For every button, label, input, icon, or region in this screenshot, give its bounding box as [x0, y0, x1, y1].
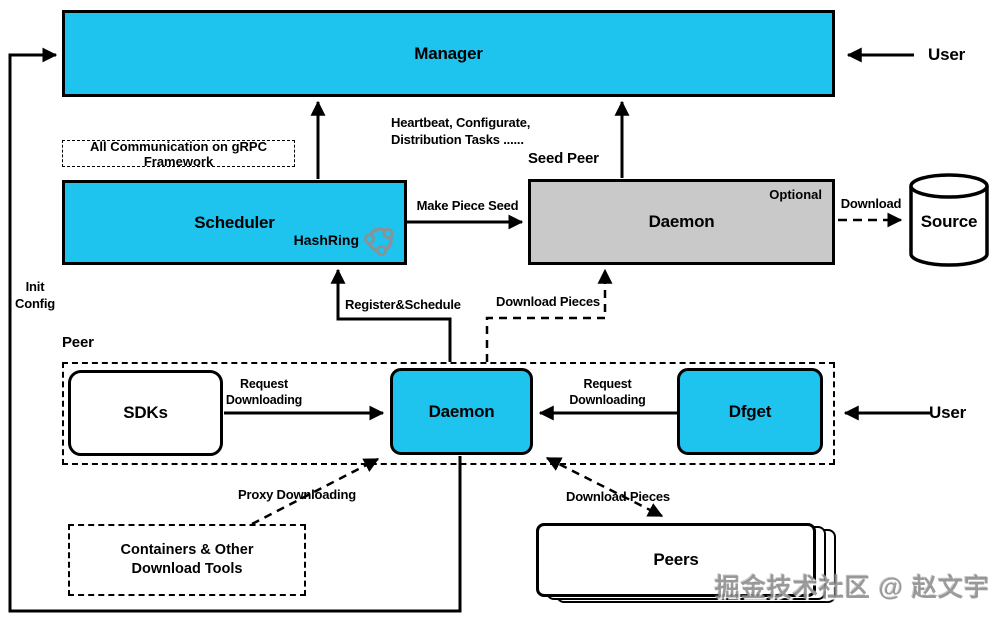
containers-label-line1: Containers & Other	[120, 542, 254, 558]
init-config-line2: Config	[15, 296, 55, 311]
user-right-label: User	[929, 403, 967, 422]
manager-node: Manager	[62, 10, 835, 97]
hashring-badge: HashRing	[294, 224, 396, 256]
download-pieces-seed-label: Download Pieces	[496, 294, 600, 309]
request-downloading-dfget-label: Request Downloading	[560, 376, 655, 408]
download-pieces-peers-label: Download Pieces	[566, 489, 670, 504]
heartbeat-label: Heartbeat, Configurate, Distribution Tas…	[391, 114, 530, 148]
containers-label-line2: Download Tools	[131, 561, 243, 577]
seed-daemon-node: Daemon Optional	[528, 179, 835, 265]
user-top-label: User	[928, 45, 966, 64]
request-downloading-sdk-line1: Request	[240, 377, 288, 391]
sdks-node: SDKs	[68, 370, 223, 456]
containers-box: Containers & Other Download Tools	[68, 524, 306, 596]
download-label: Download	[840, 196, 902, 211]
peer-daemon-node: Daemon	[390, 368, 533, 455]
edge-download-pieces-peers	[545, 456, 664, 518]
hashring-icon	[364, 227, 394, 256]
make-piece-seed-label: Make Piece Seed	[416, 198, 519, 213]
peers-node: Peers	[536, 523, 816, 597]
request-downloading-dfget-line1: Request	[583, 377, 632, 391]
dfget-label: Dfget	[728, 401, 772, 421]
proxy-downloading-label: Proxy Downloading	[238, 487, 356, 502]
request-downloading-sdk-label: Request Downloading	[220, 376, 308, 408]
scheduler-label: Scheduler	[194, 212, 275, 232]
hashring-label: HashRing	[293, 232, 359, 248]
seed-peer-group-label: Seed Peer	[528, 150, 599, 167]
seed-daemon-label: Daemon	[648, 212, 715, 231]
peers-label: Peers	[653, 550, 699, 569]
source-label: Source	[920, 212, 978, 231]
manager-label: Manager	[414, 43, 483, 63]
optional-tag: Optional	[769, 187, 822, 202]
dfget-node: Dfget	[677, 368, 823, 455]
request-downloading-dfget-line2: Downloading	[569, 393, 646, 407]
sdks-label: SDKs	[123, 403, 168, 422]
source-cylinder-icon	[909, 173, 989, 267]
heartbeat-line1: Heartbeat, Configurate,	[391, 115, 531, 130]
request-downloading-sdk-line2: Downloading	[225, 393, 303, 407]
edge-register-schedule	[330, 268, 452, 362]
register-schedule-label: Register&Schedule	[345, 297, 461, 312]
peer-group-label: Peer	[62, 334, 94, 351]
source-node: Source	[906, 178, 992, 266]
heartbeat-line2: Distribution Tasks ......	[391, 132, 524, 147]
edge-download-pieces-seed	[485, 268, 613, 362]
init-config-label: Init Config	[4, 278, 66, 312]
peer-daemon-label: Daemon	[428, 401, 495, 421]
scheduler-node: Scheduler HashRing	[62, 180, 407, 265]
init-config-line1: Init	[25, 279, 45, 294]
watermark-text: 掘金技术社区 @ 赵文宇	[714, 574, 990, 602]
grpc-note-box: All Communication on gRPC Framework	[62, 138, 295, 169]
grpc-note-label: All Communication on gRPC Framework	[90, 138, 267, 169]
